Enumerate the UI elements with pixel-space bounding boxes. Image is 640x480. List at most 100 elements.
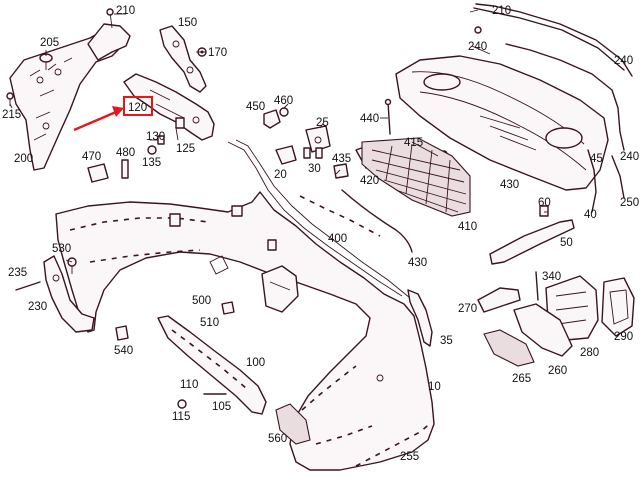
bracket-500	[261, 265, 299, 313]
clip-540	[115, 325, 129, 341]
callout-120: 120	[128, 102, 147, 114]
callout-130: 130	[146, 131, 165, 143]
callout-270: 270	[458, 303, 477, 315]
clip-30	[303, 147, 323, 159]
callout-400: 400	[328, 233, 347, 245]
clip-60	[539, 205, 549, 217]
callout-125: 125	[176, 143, 195, 155]
callout-115: 115	[172, 411, 190, 423]
callout-510: 510	[200, 317, 219, 329]
strip-480	[121, 159, 129, 179]
callout-30: 30	[308, 163, 321, 175]
callout-430-b: 430	[408, 257, 427, 269]
callout-430-a: 430	[500, 179, 519, 191]
callout-290: 290	[614, 331, 633, 343]
trim-255	[355, 421, 433, 467]
callout-10: 10	[428, 381, 441, 393]
callout-255: 255	[400, 451, 419, 463]
clip-135	[147, 145, 157, 155]
trim-35	[407, 289, 433, 347]
strip-100	[157, 315, 267, 415]
callout-20: 20	[274, 169, 287, 181]
callout-560: 560	[268, 433, 287, 445]
callout-410: 410	[458, 221, 477, 233]
bracket-150	[159, 25, 207, 93]
callout-105: 105	[212, 401, 231, 413]
callout-205: 205	[40, 37, 59, 49]
callout-435: 435	[332, 153, 351, 165]
callout-25: 25	[316, 117, 329, 129]
bracket-210	[87, 8, 131, 61]
clip-125	[175, 127, 179, 141]
grille-410	[361, 137, 471, 217]
panel-260	[513, 303, 573, 357]
trim-strip-240	[473, 3, 633, 151]
trim-250	[611, 155, 625, 199]
callout-135: 135	[142, 157, 161, 169]
ring-290	[601, 277, 635, 337]
rod-235	[15, 281, 41, 291]
callout-420: 420	[360, 175, 379, 187]
callout-210-top: 210	[492, 5, 511, 17]
sensor-ring-460	[279, 107, 289, 117]
callout-235: 235	[8, 267, 27, 279]
part-270	[477, 287, 521, 313]
cover-265	[483, 329, 535, 367]
nut-115	[177, 399, 187, 409]
leader-lines	[9, 9, 548, 276]
callout-450: 450	[246, 101, 265, 113]
callout-460: 460	[274, 95, 293, 107]
callout-440: 440	[360, 113, 379, 125]
reflector-470	[87, 163, 109, 183]
callout-100: 100	[246, 357, 265, 369]
clip-205	[39, 53, 53, 70]
bracket-200	[9, 29, 125, 171]
callout-230: 230	[28, 301, 47, 313]
callout-labels: 210 150 205 170 215 120 130 125 135 200 …	[2, 5, 639, 463]
cover-560	[275, 403, 311, 445]
callout-170: 170	[208, 47, 227, 59]
callout-highlight-box	[123, 96, 153, 116]
clip-510	[221, 301, 235, 315]
screw-215	[6, 92, 14, 106]
trim-50	[489, 219, 575, 265]
callout-415: 415	[404, 137, 423, 149]
holder-20	[275, 145, 297, 165]
callout-50: 50	[560, 237, 573, 249]
callout-250: 250	[620, 197, 639, 209]
callout-210: 210	[116, 5, 135, 17]
callout-45: 45	[590, 153, 603, 165]
callout-340: 340	[542, 271, 561, 283]
callout-240-c: 240	[620, 151, 639, 163]
clip-530	[67, 257, 77, 274]
callout-200: 200	[14, 153, 33, 165]
callout-265: 265	[512, 373, 531, 385]
rod-340	[535, 271, 539, 301]
callout-60: 60	[538, 197, 551, 209]
bumper-cover-10	[55, 139, 435, 471]
holder-25	[305, 125, 331, 153]
callout-150: 150	[178, 17, 197, 29]
trim-45	[587, 149, 597, 213]
clip-435	[333, 163, 349, 179]
callout-530: 530	[52, 243, 71, 255]
callout-480: 480	[116, 147, 135, 159]
callout-540: 540	[114, 345, 133, 357]
callout-240-b: 240	[614, 55, 633, 67]
rod-440	[384, 98, 392, 135]
callout-470: 470	[82, 151, 101, 163]
wire-430	[341, 189, 413, 253]
strip-400	[299, 195, 381, 237]
callout-215: 215	[2, 109, 21, 121]
callout-40: 40	[584, 209, 597, 221]
callout-280: 280	[580, 347, 599, 359]
bracket-230	[43, 255, 95, 333]
callout-35: 35	[440, 335, 453, 347]
callout-260: 260	[548, 365, 567, 377]
highlight-arrow	[73, 106, 124, 132]
callout-500: 500	[192, 295, 211, 307]
callout-110: 110	[180, 379, 198, 391]
sensor-450	[263, 109, 281, 129]
